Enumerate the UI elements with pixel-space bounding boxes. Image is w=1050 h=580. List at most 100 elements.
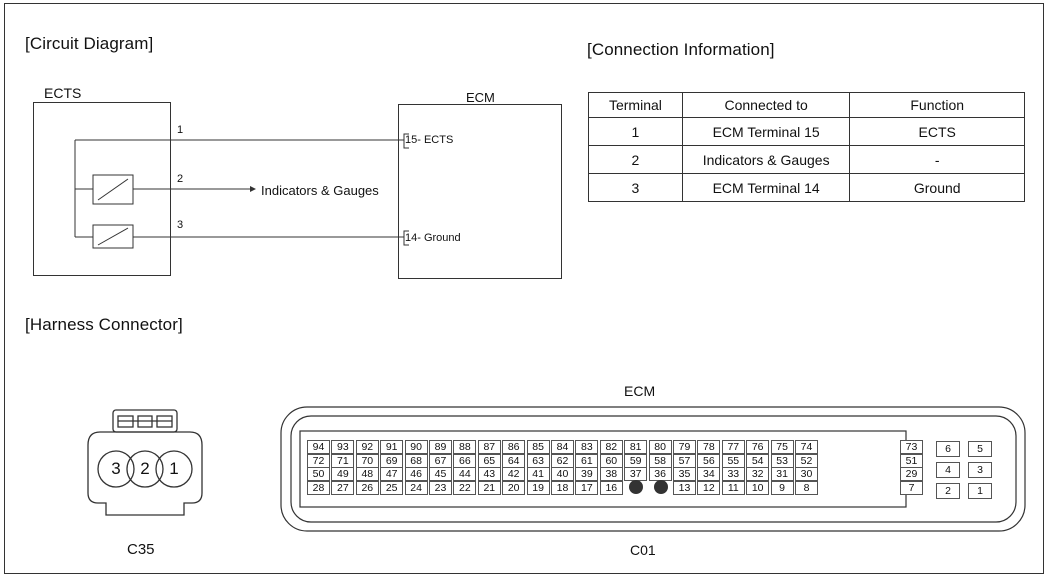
- ecm-pin: 65: [477, 453, 501, 468]
- table-header-row: Terminal Connected to Function: [588, 92, 1025, 118]
- c35-pin-2: 2: [140, 459, 150, 478]
- ecm-pin: 81: [624, 440, 648, 454]
- ecm-pin: 31: [770, 467, 794, 481]
- header-terminal: Terminal: [588, 92, 683, 118]
- ecm-pin: 22: [453, 480, 477, 495]
- ecm-pin-small-block: 2: [936, 483, 960, 499]
- ecm-pin-small-block: 6: [936, 441, 960, 457]
- ecm-pin: 26: [355, 480, 379, 495]
- ecm-pin: 63: [526, 453, 550, 468]
- ecm-pin: 37: [624, 467, 648, 481]
- ecm-pin: 79: [673, 440, 696, 454]
- ecm-pin: 68: [404, 453, 428, 468]
- ecm-pin: 58: [648, 453, 672, 468]
- ecm-pin-ects: 15- ECTS: [405, 134, 454, 146]
- ecm-pin: 24: [404, 480, 428, 495]
- ecm-pin: 84: [551, 440, 574, 454]
- table-row: 1 ECM Terminal 15 ECTS: [588, 117, 1025, 146]
- ecm-pin: 21: [477, 480, 501, 495]
- ecm-pin: 45: [429, 467, 452, 481]
- ecm-pin: 41: [526, 467, 550, 481]
- ecm-pin: 35: [673, 467, 696, 481]
- cell-terminal: 1: [588, 117, 683, 146]
- ecm-pin: 78: [697, 440, 721, 454]
- ecm-pin: 30: [795, 467, 818, 481]
- ecm-pin-filled: [624, 479, 647, 495]
- ecm-pin: 64: [502, 453, 526, 468]
- ecm-pin: 88: [453, 440, 477, 454]
- ecm-pin: 85: [526, 440, 550, 454]
- ecm-pin: 91: [380, 440, 404, 454]
- ecm-pin-small-block: 3: [968, 462, 992, 478]
- ecm-pin: 62: [551, 453, 574, 468]
- ecm-pin: 55: [721, 453, 745, 468]
- ecm-pin: 34: [697, 467, 721, 481]
- ecm-pin: 27: [331, 480, 355, 495]
- circuit-wiring: [74, 133, 409, 249]
- ecm-pin: 70: [355, 453, 379, 468]
- ecm-label: ECM: [466, 90, 495, 105]
- ecm-pin: 18: [551, 480, 574, 495]
- ecm-pin-side: 7: [900, 480, 923, 495]
- ecm-pin: 38: [599, 467, 623, 481]
- cell-function: -: [849, 145, 1025, 174]
- ecm-pin: 10: [746, 480, 770, 495]
- ecm-pin: 11: [721, 480, 745, 495]
- c35-pin-3: 3: [111, 459, 121, 478]
- cell-connected-to: ECM Terminal 15: [681, 117, 851, 146]
- ecm-pin: 42: [502, 467, 526, 481]
- ecm-pin: 39: [575, 467, 599, 481]
- harness-connector-title: [Harness Connector]: [25, 315, 183, 334]
- c01-label: C01: [630, 542, 656, 558]
- connection-table: Terminal Connected to Function 1 ECM Ter…: [588, 92, 1025, 202]
- connection-information-title: [Connection Information]: [587, 40, 775, 59]
- ecm-pin: 46: [404, 467, 428, 481]
- ecm-pin: 75: [770, 440, 794, 454]
- ecm-pin: 23: [429, 480, 452, 495]
- ecm-pin: 80: [648, 440, 672, 454]
- cell-terminal: 3: [588, 173, 683, 202]
- ecm-pin: 92: [355, 440, 379, 454]
- ecm-pin: 77: [721, 440, 745, 454]
- header-function: Function: [849, 92, 1025, 118]
- ecm-pin: 94: [307, 440, 330, 454]
- ecm-pin: 72: [307, 453, 330, 468]
- cell-function: Ground: [849, 173, 1025, 202]
- ecm-pin: 40: [551, 467, 574, 481]
- ecm-pin: 20: [502, 480, 526, 495]
- ecm-pin: 74: [795, 440, 818, 454]
- ecm-pin-filled: [649, 479, 672, 495]
- cell-terminal: 2: [588, 145, 683, 174]
- ecm-pin: 33: [721, 467, 745, 481]
- ecm-pin-ground: 14- Ground: [405, 232, 461, 244]
- table-row: 3 ECM Terminal 14 Ground: [588, 173, 1025, 202]
- ecm-connector-title: ECM: [624, 383, 656, 399]
- ecm-pin: 60: [599, 453, 623, 468]
- ecm-pin: 71: [331, 453, 355, 468]
- ecm-pin: 44: [453, 467, 477, 481]
- ecm-pin-side: 51: [900, 453, 923, 468]
- ecm-pin: 28: [307, 480, 330, 495]
- ecm-pin: 57: [673, 453, 696, 468]
- wire-number-2: 2: [177, 173, 184, 185]
- ecm-pin: 69: [380, 453, 404, 468]
- c35-pin-1: 1: [169, 459, 179, 478]
- ecm-module-box: [398, 104, 562, 279]
- ecm-pin: 49: [331, 467, 355, 481]
- ecm-pin: 17: [575, 480, 599, 495]
- ecm-pin: 13: [673, 480, 696, 495]
- ecm-pin: 90: [404, 440, 428, 454]
- ecm-pin: 76: [746, 440, 770, 454]
- ecm-pin: 67: [429, 453, 452, 468]
- ecm-pin: 47: [380, 467, 404, 481]
- ecm-pin: 19: [526, 480, 550, 495]
- diagram-frame: [4, 3, 1044, 574]
- ecm-pin: 87: [477, 440, 501, 454]
- table-row: 2 Indicators & Gauges -: [588, 145, 1025, 174]
- ecm-pin-side: 73: [900, 440, 923, 454]
- indicators-gauges-label: Indicators & Gauges: [261, 183, 379, 198]
- c35-connector-drawing: [87, 409, 203, 516]
- wire-number-1: 1: [177, 124, 184, 136]
- ects-label: ECTS: [44, 85, 82, 101]
- ecm-pin: 56: [697, 453, 721, 468]
